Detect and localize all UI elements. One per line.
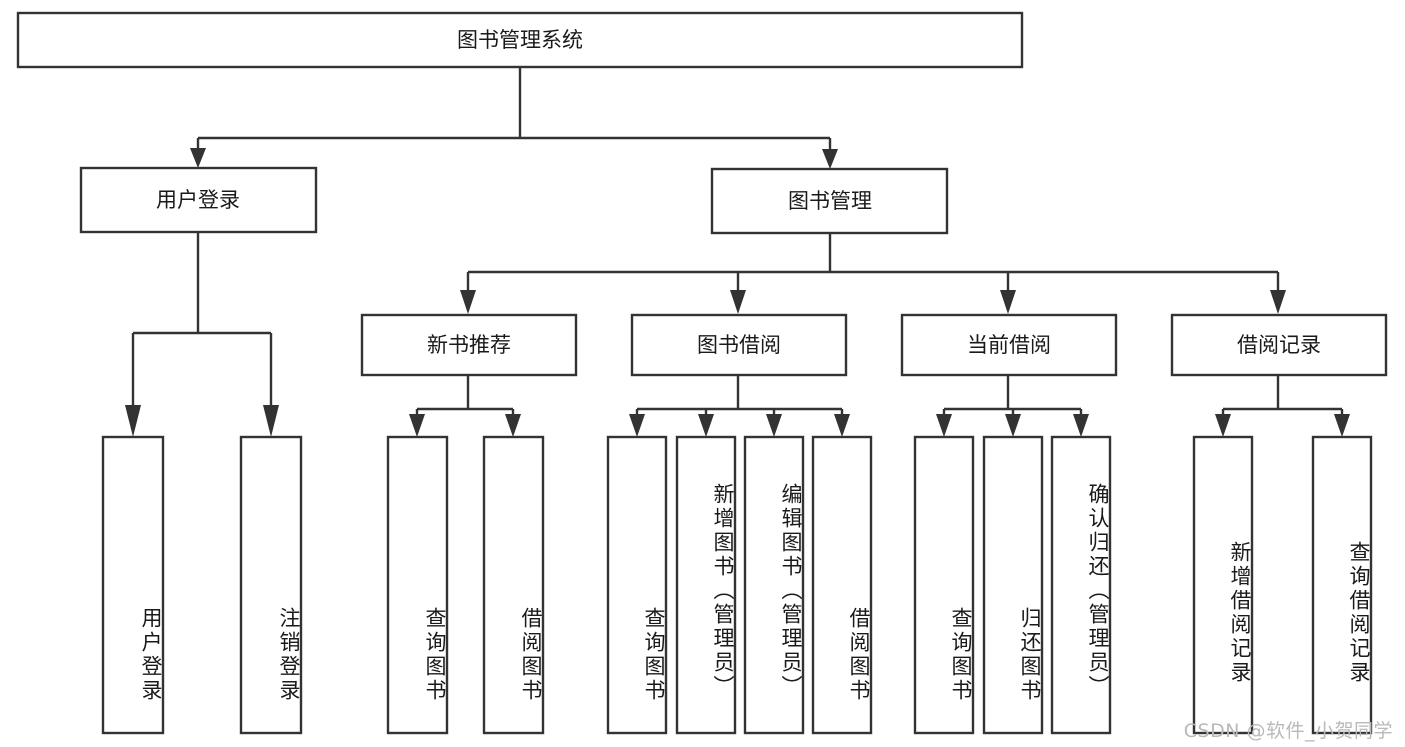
- arrow-head-leaf-user-logout: [263, 405, 279, 437]
- node-leaf-query-book-1-box[interactable]: [386, 435, 449, 735]
- arrow-head-leaf-add-book: [698, 414, 714, 437]
- node-leaf-query-book-3-box[interactable]: [913, 435, 975, 735]
- arrow-head-leaf-query-book-1: [409, 414, 425, 437]
- node-leaf-query-book-2-box[interactable]: [606, 435, 668, 735]
- node-book-manage-box[interactable]: [710, 167, 949, 235]
- node-new-book-recommend[interactable]: 新书推荐: [360, 313, 578, 377]
- arrow-head-new-book-recommend: [460, 290, 476, 314]
- node-book-manage-label: 图书管理: [788, 189, 872, 213]
- node-leaf-add-record-box[interactable]: [1192, 435, 1254, 735]
- node-borrow-record[interactable]: 借阅记录: [1170, 313, 1388, 377]
- connector-layer: [125, 67, 1350, 437]
- node-new-book-recommend-label: 新书推荐: [427, 333, 511, 357]
- arrow-head-book-borrow: [730, 290, 746, 314]
- arrow-head-user-login: [190, 148, 206, 168]
- node-leaf-edit-book-box[interactable]: [743, 435, 805, 735]
- node-borrow-record-box[interactable]: [1170, 313, 1388, 377]
- node-root-label: 图书管理系统: [457, 28, 583, 52]
- node-current-borrow-label: 当前借阅: [967, 333, 1051, 357]
- watermark-text: CSDN @软件_小贺同学: [1183, 720, 1393, 742]
- node-book-manage[interactable]: 图书管理: [710, 167, 949, 235]
- node-root-box[interactable]: [16, 11, 1024, 69]
- node-user-login-label: 用户登录: [156, 188, 240, 212]
- arrow-head-leaf-borrow-book-1: [505, 414, 521, 437]
- arrow-head-leaf-user-login: [125, 405, 141, 437]
- node-leaf-add-book-box[interactable]: [675, 435, 737, 735]
- arrow-head-leaf-query-book-2: [629, 414, 645, 437]
- arrow-head-leaf-query-record: [1334, 414, 1350, 437]
- node-book-borrow-label: 图书借阅: [697, 333, 781, 357]
- node-new-book-recommend-box[interactable]: [360, 313, 578, 377]
- node-leaf-user-logout-box[interactable]: [239, 435, 303, 735]
- node-root[interactable]: 图书管理系统: [16, 11, 1024, 69]
- node-leaf-borrow-book-2-box[interactable]: [811, 435, 873, 735]
- node-leaf-return-book-box[interactable]: [982, 435, 1044, 735]
- arrow-head-leaf-borrow-book-2: [834, 414, 850, 437]
- arrow-head-current-borrow: [1000, 290, 1016, 314]
- arrow-head-leaf-return-book: [1005, 414, 1021, 437]
- node-leaf-borrow-book-1-box[interactable]: [482, 435, 545, 735]
- node-user-login[interactable]: 用户登录: [79, 166, 318, 234]
- node-leaf-confirm-return-box[interactable]: [1050, 435, 1112, 735]
- arrow-head-leaf-add-record: [1215, 414, 1231, 437]
- node-user-login-box[interactable]: [79, 166, 318, 234]
- arrow-head-book-manage: [822, 149, 838, 169]
- arrow-head-borrow-record: [1270, 290, 1286, 314]
- arrow-head-leaf-edit-book: [766, 414, 782, 437]
- node-current-borrow[interactable]: 当前借阅: [900, 313, 1118, 377]
- node-book-borrow-box[interactable]: [630, 313, 848, 377]
- node-leaf-query-record-box[interactable]: [1311, 435, 1373, 735]
- node-borrow-record-label: 借阅记录: [1237, 333, 1321, 357]
- node-leaf-user-login-box[interactable]: [101, 435, 165, 735]
- arrow-head-leaf-confirm-return: [1073, 414, 1089, 437]
- node-book-borrow[interactable]: 图书借阅: [630, 313, 848, 377]
- node-current-borrow-box[interactable]: [900, 313, 1118, 377]
- arrow-head-leaf-query-book-3: [936, 414, 952, 437]
